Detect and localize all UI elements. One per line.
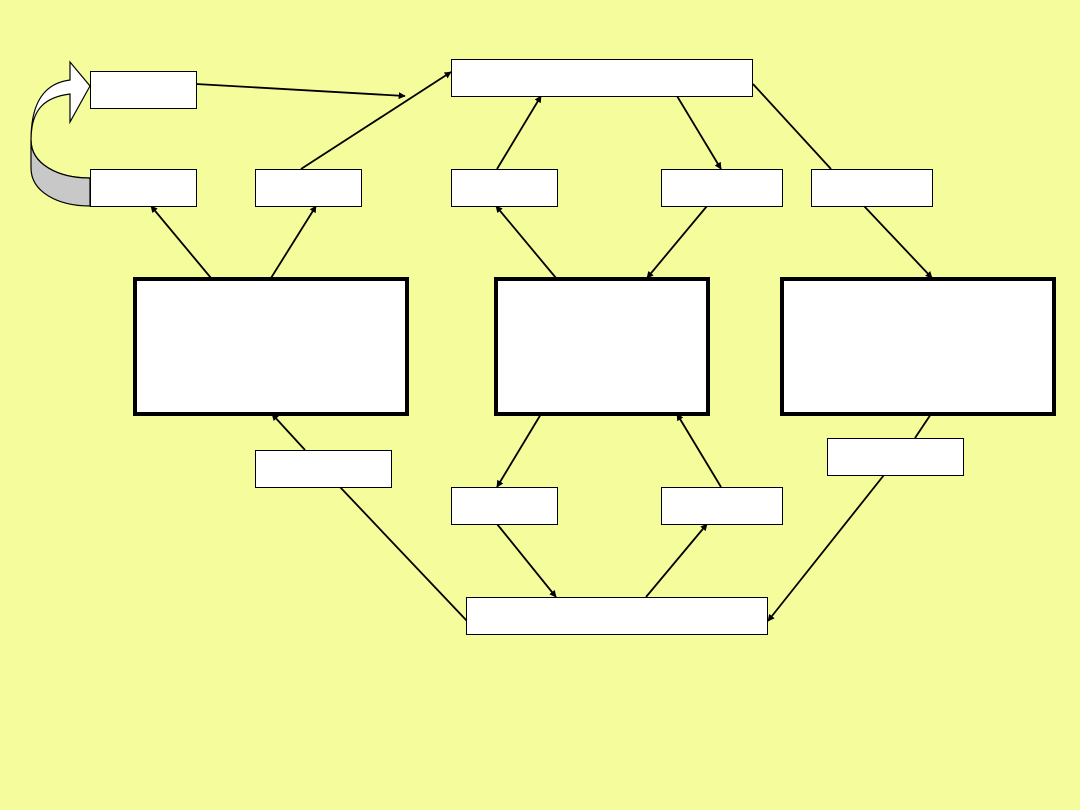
box-row2-b — [255, 169, 362, 207]
box-big-left — [133, 277, 409, 416]
line-lowleft-to-bottomcenter — [339, 486, 468, 622]
arrow-row2right-to-bigright — [863, 205, 933, 279]
box-low-left — [255, 450, 392, 488]
arrow-bigleft-to-row2left — [150, 205, 212, 279]
arrow-topleft-to-topcenter — [195, 83, 406, 100]
arrow-bigcenter-to-row2c — [495, 205, 557, 279]
box-low-right — [827, 438, 964, 476]
box-low-center-right — [661, 487, 783, 525]
arrow-row2c-to-topcenter — [496, 95, 542, 170]
arrow-lowright-to-bottomcenter — [767, 474, 885, 622]
box-row2-right — [811, 169, 933, 207]
line-bigright-to-lowright — [914, 413, 932, 439]
arrow-row2d-to-bigcenter — [646, 205, 708, 279]
arrow-lowleft-to-bigleft — [271, 413, 306, 451]
arrow-bigcenter-to-lowcenterleft — [496, 413, 542, 488]
arrow-topcenter-to-row2d — [676, 95, 722, 170]
box-top-center — [451, 59, 753, 97]
box-top-left — [90, 71, 197, 109]
arrow-lowcenterleft-to-bottomcenter — [496, 523, 557, 598]
arrow-bigleft-to-row2b — [270, 205, 317, 279]
box-row2-c — [451, 169, 558, 207]
arrow-row2b-to-topcenter — [300, 71, 452, 170]
box-row2-d — [661, 169, 783, 207]
box-bottom-center — [466, 597, 768, 635]
box-row2-left — [90, 169, 197, 207]
line-topcenter-to-row2right — [752, 83, 832, 170]
box-big-center — [494, 277, 710, 416]
curved-loop-arrow — [30, 60, 91, 207]
arrow-lowcenterright-to-bigcenter — [676, 413, 722, 488]
box-low-center-left — [451, 487, 558, 525]
arrow-bottomcenter-to-lowcenterright — [645, 523, 708, 598]
box-big-right — [780, 277, 1056, 416]
